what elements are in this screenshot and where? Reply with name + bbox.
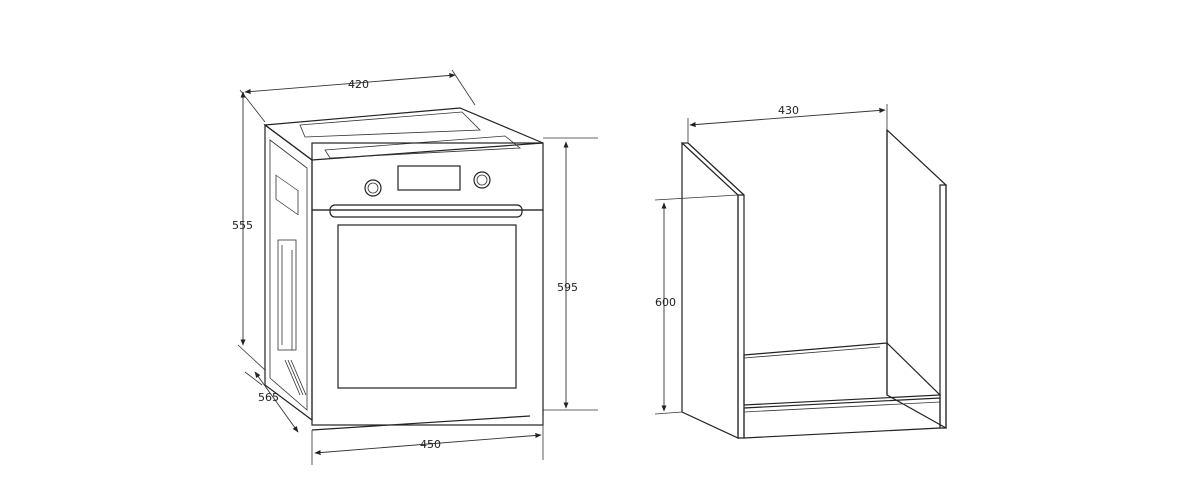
oven-door-handle <box>329 204 523 218</box>
oven-knob-left <box>364 179 382 197</box>
oven-top-vent-rear <box>299 111 481 138</box>
cabinet-dimensions: 430 600 <box>654 104 888 415</box>
cabinet-plinth <box>743 397 941 439</box>
cabinet-right-panel <box>886 128 947 430</box>
dim-oven-front-height: 595 <box>557 281 578 294</box>
oven-side-vents <box>275 174 307 396</box>
oven-door-window <box>337 224 517 389</box>
dim-oven-top-depth: 420 <box>348 78 369 91</box>
oven-bottom-edge <box>311 415 531 431</box>
cabinet-right-panel-edge <box>939 184 947 429</box>
oven-knob-right <box>473 171 491 189</box>
dim-oven-side-depth: 565 <box>258 391 279 404</box>
dim-cabinet-height: 600 <box>655 296 676 309</box>
cabinet-left-panel-edge <box>737 194 745 439</box>
dim-oven-side-height: 555 <box>232 219 253 232</box>
dim-cabinet-width: 430 <box>778 104 799 117</box>
cabinet-left-panel-front <box>681 141 739 439</box>
oven-display <box>397 165 461 191</box>
oven-dimensions: 420 555 565 595 450 <box>232 69 598 465</box>
oven-side-inner <box>269 139 308 411</box>
oven-door <box>311 209 544 426</box>
oven-top-surface <box>263 107 544 161</box>
oven-knob-left-inner <box>367 182 379 194</box>
dim-oven-bottom-width: 450 <box>420 438 441 451</box>
oven-drawing <box>263 107 544 431</box>
oven-side-panel <box>264 123 313 422</box>
oven-knob-right-inner <box>476 174 488 186</box>
cabinet-shelf <box>743 342 942 406</box>
oven-top-vent-front <box>324 135 522 159</box>
cabinet-drawing <box>681 128 947 439</box>
